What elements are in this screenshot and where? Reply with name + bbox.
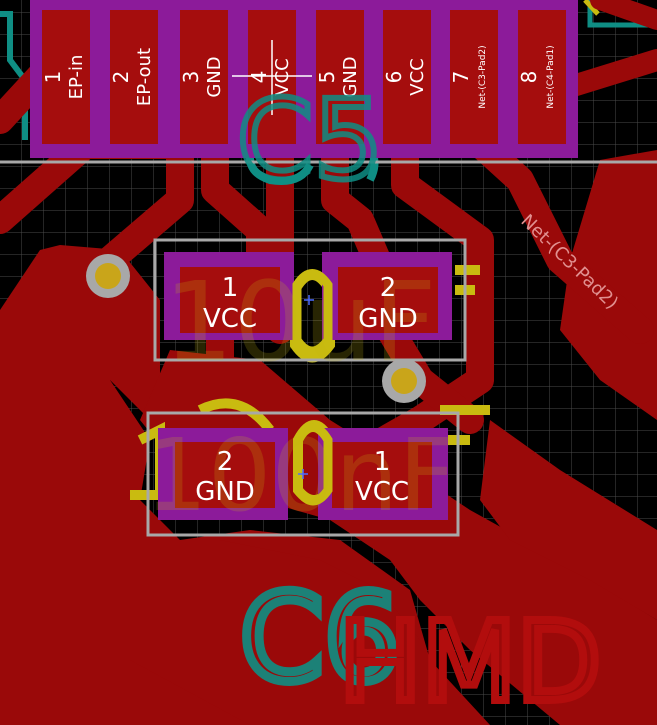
cap-lower-pad-2-name: GND [195,477,255,507]
cap-upper-pad-1[interactable] [180,267,280,333]
cap-lower-silk-ring [293,423,333,506]
cap-upper-origin [304,295,314,305]
cap-lower-pad-1-name: VCC [355,477,409,507]
header-pin-1-num: 1 [41,71,65,84]
header-pads [42,10,566,144]
cap-upper-fab-outline [153,238,467,362]
header-pin-8-name: Net-(C4-Pad1) [546,45,556,108]
cap-upper-pad-1-num: 1 [222,273,239,303]
header-pin-6-num: 6 [382,71,406,84]
header-pin-8-num: 8 [517,71,541,84]
cap-lower-pad-1-num: 1 [374,447,391,477]
cap-lower-pad-2[interactable] [175,442,275,508]
header-pin-3-num: 3 [179,71,203,84]
header-pin-7-num: 7 [449,71,473,84]
cap-lower-value: 100nF [144,417,456,534]
hmd-label: HMD [339,598,601,725]
header-pin-4-name: VCC [272,58,293,95]
yellow-outline-topright [583,0,600,16]
header-pin-6-name: VCC [407,58,428,95]
cap-lower-pad-1[interactable] [332,442,432,508]
cap-upper-pad-2[interactable] [338,267,438,333]
header-pin-2-num: 2 [109,71,133,84]
header-pin-1-name: EP-in [66,55,87,100]
header-pin-2-name: EP-out [134,48,155,106]
header-pin-7-name: Net-(C3-Pad2) [478,45,488,108]
cap-lower[interactable]: 100nF 2 GND 1 VCC [144,411,460,537]
cap-lower-fab-outline [146,411,460,537]
cap-upper-pad-2-name: GND [358,304,418,334]
cap-lower-pad-2-num: 2 [217,447,234,477]
cap-upper-pad-2-num: 2 [380,273,397,303]
header-pin-5-num: 5 [315,71,339,84]
cap-lower-origin [298,469,308,479]
header-pin-5-name: GND [340,56,361,97]
c5-ref-label: C5 [237,76,384,204]
cap-upper-silk-ring [292,269,333,356]
header-pin-3-name: GND [204,56,225,97]
vias [86,254,426,403]
cap-upper[interactable]: 10uF 1 VCC 2 GND [153,238,467,386]
c6-ref-label: C6 [240,570,400,709]
header-pin-4-num: 4 [247,71,271,84]
cap-upper-pad-1-name: VCC [203,304,257,334]
header-pin-labels: 1 EP-in 2 EP-out 3 GND 4 VCC 5 GND 6 VCC… [41,45,556,108]
